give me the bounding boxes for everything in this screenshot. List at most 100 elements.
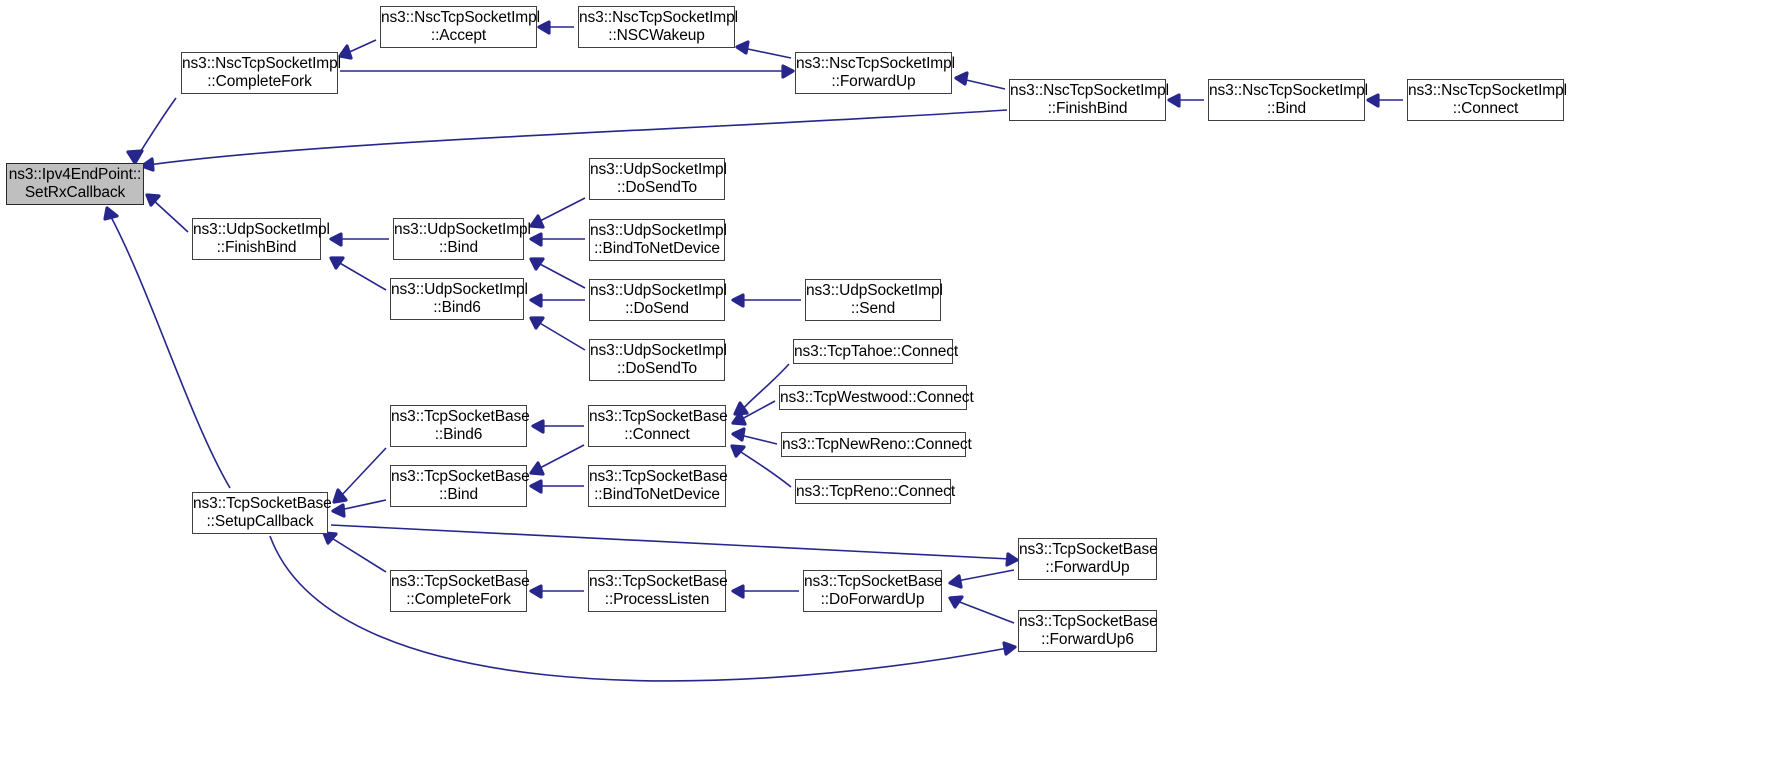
graph-node-tcp_plisten[interactable]: ns3::TcpSocketBase ::ProcessListen <box>588 570 728 612</box>
graph-edge <box>337 261 387 291</box>
edge-arrowhead-icon <box>329 232 343 247</box>
graph-edge <box>339 447 387 498</box>
graph-node-tcp_b2nd[interactable]: ns3::TcpSocketBase ::BindToNetDevice <box>588 465 728 507</box>
graph-node-tcp_bind6[interactable]: ns3::TcpSocketBase ::Bind6 <box>390 405 530 447</box>
graph-node-label: ns3::UdpSocketImpl ::FinishBind <box>193 221 330 256</box>
graph-node-label: ns3::UdpSocketImpl ::DoSendTo <box>590 161 727 196</box>
edge-arrowhead-icon <box>1167 93 1181 108</box>
graph-node-label: ns3::TcpReno::Connect <box>796 482 956 500</box>
edge-arrowhead-icon <box>730 444 746 458</box>
edge-arrowhead-icon <box>537 20 551 35</box>
graph-node-label: ns3::UdpSocketImpl ::DoSend <box>590 282 727 317</box>
graph-node-label: ns3::TcpSocketBase ::DoForwardUp <box>804 573 943 608</box>
graph-node-label: ns3::Ipv4EndPoint:: SetRxCallback <box>8 166 142 201</box>
graph-node-label: ns3::NscTcpSocketImpl ::FinishBind <box>1010 82 1169 117</box>
graph-node-udp_b2nd[interactable]: ns3::UdpSocketImpl ::BindToNetDevice <box>589 219 727 261</box>
edge-arrowhead-icon <box>529 479 543 494</box>
graph-node-udp_send[interactable]: ns3::UdpSocketImpl ::Send <box>805 279 943 321</box>
graph-node-tcp_fwdup[interactable]: ns3::TcpSocketBase ::ForwardUp <box>1018 538 1158 580</box>
edge-arrowhead-icon <box>329 256 345 270</box>
graph-node-label: ns3::TcpSocketBase ::SetupCallback <box>193 495 332 530</box>
graph-edge <box>330 524 1011 560</box>
edge-arrowhead-icon <box>1002 641 1017 656</box>
graph-node-udp_dsendto1[interactable]: ns3::UdpSocketImpl ::DoSendTo <box>589 158 727 200</box>
graph-edge <box>344 39 377 55</box>
graph-node-nsc_fwdup[interactable]: ns3::NscTcpSocketImpl ::ForwardUp <box>795 52 955 94</box>
edge-arrowhead-icon <box>781 64 795 79</box>
graph-node-label: ns3::UdpSocketImpl ::DoSendTo <box>590 342 727 377</box>
graph-edge <box>537 321 586 351</box>
edge-arrowhead-icon <box>529 293 543 308</box>
edge-arrowhead-icon <box>331 503 346 518</box>
edge-arrowhead-icon <box>1366 93 1380 108</box>
graph-node-label: ns3::NscTcpSocketImpl ::Accept <box>381 9 540 44</box>
graph-node-tcp_fwdup6[interactable]: ns3::TcpSocketBase ::ForwardUp6 <box>1018 610 1158 652</box>
graph-node-label: ns3::TcpSocketBase ::Connect <box>589 408 728 443</box>
edge-arrowhead-icon <box>731 411 747 426</box>
graph-node-nsc_fbind[interactable]: ns3::NscTcpSocketImpl ::FinishBind <box>1009 79 1169 121</box>
graph-node-tcp_bind[interactable]: ns3::TcpSocketBase ::Bind <box>390 465 530 507</box>
edge-arrowhead-icon <box>529 584 543 599</box>
graph-node-label: ns3::TcpSocketBase ::BindToNetDevice <box>589 468 728 503</box>
graph-node-label: ns3::TcpSocketBase ::ForwardUp6 <box>1019 613 1158 648</box>
edge-arrowhead-icon <box>948 574 963 589</box>
graph-node-label: ns3::TcpSocketBase ::ForwardUp <box>1019 541 1158 576</box>
graph-edge <box>147 109 1008 166</box>
graph-node-label: ns3::UdpSocketImpl ::Bind6 <box>391 281 528 316</box>
graph-node-udp_fbind[interactable]: ns3::UdpSocketImpl ::FinishBind <box>192 218 330 260</box>
graph-node-nsc_bind[interactable]: ns3::NscTcpSocketImpl ::Bind <box>1208 79 1368 121</box>
graph-node-label: ns3::NscTcpSocketImpl ::Connect <box>1408 82 1567 117</box>
graph-node-tcp_conn[interactable]: ns3::TcpSocketBase ::Connect <box>588 405 728 447</box>
graph-edge <box>739 400 776 421</box>
graph-node-root[interactable]: ns3::Ipv4EndPoint:: SetRxCallback <box>6 163 144 205</box>
graph-edge <box>151 198 189 233</box>
edge-arrowhead-icon <box>531 419 545 434</box>
graph-node-nsc_wakeup[interactable]: ns3::NscTcpSocketImpl ::NSCWakeup <box>578 6 738 48</box>
graph-node-tahoe_conn[interactable]: ns3::TcpTahoe::Connect <box>793 339 959 364</box>
graph-node-tcp_dofwdup[interactable]: ns3::TcpSocketBase ::DoForwardUp <box>803 570 943 612</box>
graph-node-udp_bind6[interactable]: ns3::UdpSocketImpl ::Bind6 <box>390 278 528 320</box>
graph-edge <box>537 197 586 223</box>
graph-node-label: ns3::UdpSocketImpl ::Bind <box>394 221 531 256</box>
edge-arrowhead-icon <box>126 149 144 165</box>
edge-arrowhead-icon <box>735 40 750 55</box>
graph-node-label: ns3::NscTcpSocketImpl ::CompleteFork <box>182 55 341 90</box>
graph-node-nsc_cfork[interactable]: ns3::NscTcpSocketImpl ::CompleteFork <box>181 52 341 94</box>
edge-arrowhead-icon <box>338 44 353 60</box>
graph-node-udp_bind[interactable]: ns3::UdpSocketImpl ::Bind <box>393 218 531 260</box>
graph-node-west_conn[interactable]: ns3::TcpWestwood::Connect <box>779 385 974 410</box>
edge-arrowhead-icon <box>103 206 119 221</box>
graph-edge <box>537 444 585 470</box>
graph-node-newreno_conn[interactable]: ns3::TcpNewReno::Connect <box>781 432 972 457</box>
graph-edge <box>339 499 387 511</box>
graph-node-tcp_setupcb[interactable]: ns3::TcpSocketBase ::SetupCallback <box>192 492 332 534</box>
graph-edge <box>742 47 792 59</box>
edge-arrowhead-icon <box>529 316 545 330</box>
graph-node-udp_dsend[interactable]: ns3::UdpSocketImpl ::DoSend <box>589 279 727 321</box>
edge-arrowhead-icon <box>731 427 746 442</box>
graph-edge <box>956 569 1015 582</box>
graph-node-label: ns3::TcpWestwood::Connect <box>780 388 974 406</box>
graph-node-label: ns3::TcpTahoe::Connect <box>794 342 959 360</box>
edge-arrowhead-icon <box>733 401 749 416</box>
graph-edge <box>537 262 586 289</box>
edge-arrowhead-icon <box>529 232 543 247</box>
graph-edge <box>329 536 387 573</box>
graph-node-label: ns3::NscTcpSocketImpl ::Bind <box>1209 82 1368 117</box>
edge-arrowhead-icon <box>731 584 745 599</box>
graph-node-label: ns3::NscTcpSocketImpl ::ForwardUp <box>796 55 955 90</box>
graph-node-label: ns3::UdpSocketImpl ::Send <box>806 282 943 317</box>
graph-node-nsc_conn[interactable]: ns3::NscTcpSocketImpl ::Connect <box>1407 79 1567 121</box>
graph-node-nsc_accept[interactable]: ns3::NscTcpSocketImpl ::Accept <box>380 6 540 48</box>
edge-arrowhead-icon <box>322 531 338 545</box>
graph-node-label: ns3::TcpNewReno::Connect <box>782 435 972 453</box>
graph-node-label: ns3::NscTcpSocketImpl ::NSCWakeup <box>579 9 738 44</box>
edge-arrowhead-icon <box>529 257 545 271</box>
edge-arrowhead-icon <box>954 71 969 86</box>
graph-node-udp_dsendto2[interactable]: ns3::UdpSocketImpl ::DoSendTo <box>589 339 727 381</box>
edge-arrowhead-icon <box>332 488 348 504</box>
graph-node-label: ns3::TcpSocketBase ::Bind <box>391 468 530 503</box>
graph-node-tcp_cfork[interactable]: ns3::TcpSocketBase ::CompleteFork <box>390 570 530 612</box>
graph-node-reno_conn[interactable]: ns3::TcpReno::Connect <box>795 479 956 504</box>
